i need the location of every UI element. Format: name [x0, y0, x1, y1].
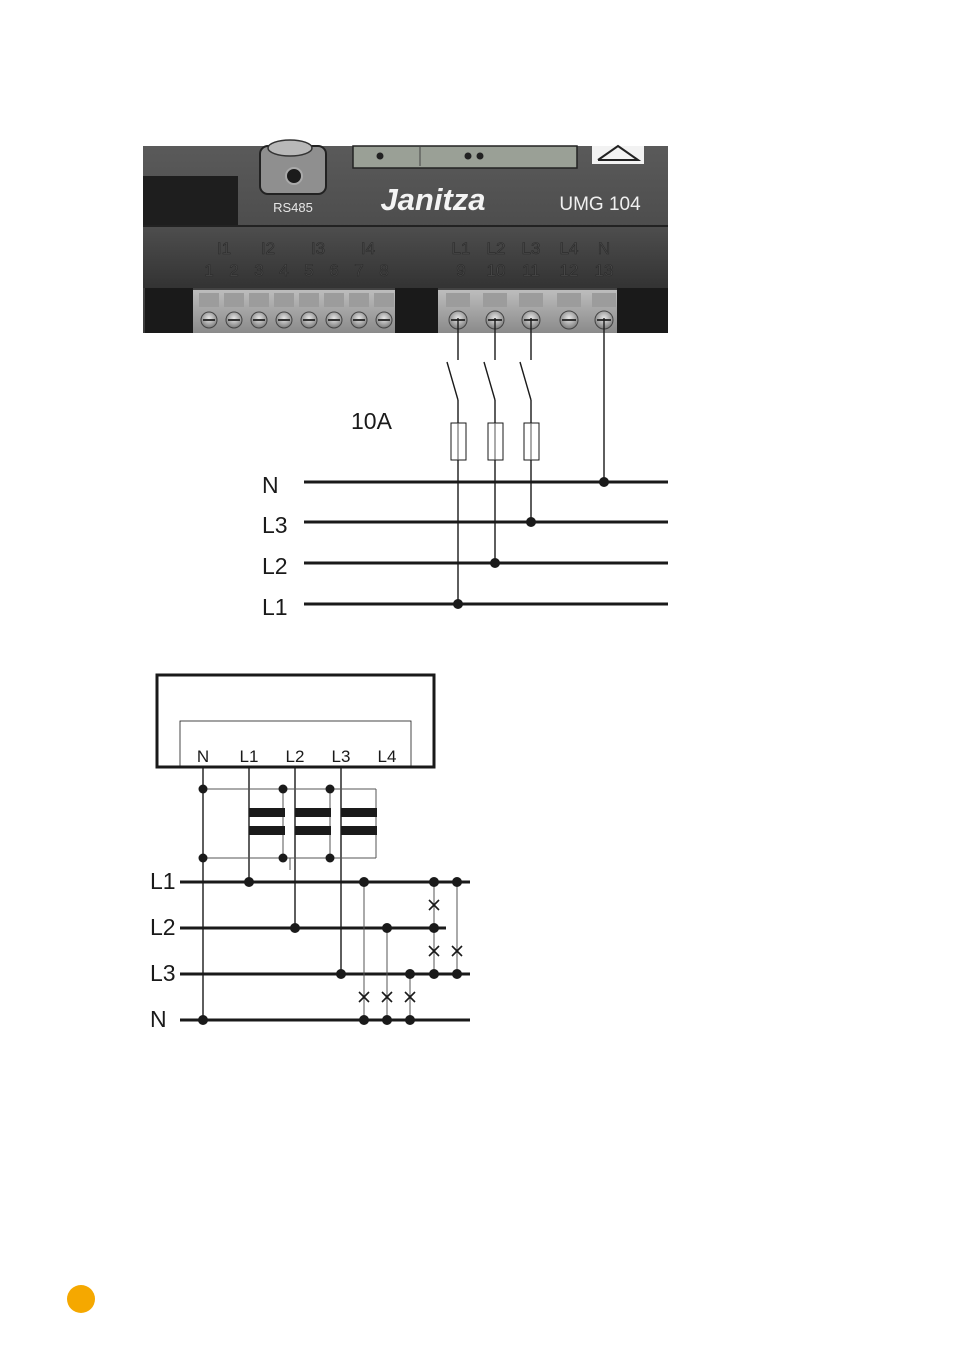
terminal-number: 4 [279, 261, 288, 280]
bottom-schematic: N L1 L2 L3 L4 L1 L2 L3 N [150, 673, 470, 1032]
group-label-l4: L4 [560, 239, 579, 258]
voltage-terminal-screws [446, 293, 616, 330]
led-indicator-2 [464, 152, 472, 160]
terminal-number: 11 [522, 261, 540, 280]
group-label-n: N [598, 239, 610, 258]
box-terminal-l1: L1 [240, 747, 259, 766]
l3-fused-branch [519, 318, 540, 522]
terminal-slot [224, 293, 244, 307]
current-terminal-screws [199, 293, 394, 329]
indicator-branches [363, 882, 458, 1020]
terminal-number: 5 [304, 261, 313, 280]
current-group-labels: I1 I2 I3 I4 [217, 239, 376, 259]
box-terminal-l2: L2 [286, 747, 305, 766]
terminal-slot [374, 293, 394, 307]
junction-dot [599, 477, 609, 487]
rs485-port: RS485 [259, 139, 327, 215]
group-label-i1: I1 [217, 239, 231, 258]
junction-dot [526, 517, 536, 527]
cross-marker-icon [358, 991, 370, 1003]
voltage-group-labels: L1 L2 L3 L4 N [451, 239, 610, 259]
switch-contact-icon [519, 361, 532, 401]
line-label-l3: L3 [262, 512, 288, 538]
led-indicator-3 [476, 152, 484, 160]
cross-marker-icon [404, 991, 416, 1003]
l2-fused-branch [483, 318, 504, 563]
terminal-slot [199, 293, 219, 307]
left-dark-panel [143, 176, 238, 226]
line-label-l2: L2 [262, 553, 288, 579]
meter-device: RS485 Janitza UMG 104 I1 I2 I3 I4 1 [143, 139, 668, 333]
capacitor-icon [341, 808, 377, 817]
capacitor-icon [341, 826, 377, 835]
capacitor-icon [249, 808, 285, 817]
cross-marker-icon [381, 991, 393, 1003]
cross-marker-icon [428, 945, 440, 957]
cross-markers [358, 899, 463, 1003]
terminal-number: 12 [560, 261, 579, 280]
line-label-n: N [262, 472, 279, 498]
terminal-number: 8 [379, 261, 388, 280]
bus-label-l1: L1 [150, 868, 176, 894]
brand-logo: Janitza [380, 182, 485, 217]
capacitor-icon [295, 808, 331, 817]
capacitor-icon [249, 826, 285, 835]
switch-contact-icon [483, 361, 496, 401]
voltage-terminal-numbers: 9 10 11 12 13 [456, 261, 614, 281]
terminal-slot [519, 293, 543, 307]
terminal-number: 1 [204, 261, 213, 280]
port-socket-icon [285, 167, 303, 185]
top-wiring-diagram: N L3 L2 L1 10A [262, 318, 668, 620]
switch-contact-icon [446, 361, 459, 401]
terminal-number: 6 [329, 261, 338, 280]
warning-triangle-icon [592, 144, 644, 164]
current-terminal-numbers: 1 2 3 4 5 6 7 8 [204, 261, 389, 281]
junction-dot [490, 558, 500, 568]
bus-label-n: N [150, 1006, 167, 1032]
terminal-slot [483, 293, 507, 307]
model-name: UMG 104 [559, 194, 641, 215]
capacitor-icon [295, 826, 331, 835]
terminal-slot [592, 293, 616, 307]
group-label-i2: I2 [261, 239, 275, 258]
capacitor-bank [198, 784, 377, 870]
box-terminal-l4: L4 [378, 747, 397, 766]
bus-label-l3: L3 [150, 960, 176, 986]
led-indicator-1 [376, 152, 384, 160]
junction-dot [453, 599, 463, 609]
cross-marker-icon [451, 945, 463, 957]
l1-fused-branch [446, 318, 467, 604]
box-terminal-l3: L3 [332, 747, 351, 766]
terminal-number: 9 [456, 261, 465, 280]
terminal-number: 7 [354, 261, 363, 280]
terminal-number: 3 [254, 261, 263, 280]
terminal-slot [557, 293, 581, 307]
terminal-slot [324, 293, 344, 307]
cross-marker-icon [428, 899, 440, 911]
terminal-slot [274, 293, 294, 307]
terminal-number: 2 [229, 261, 238, 280]
line-label-l1: L1 [262, 594, 288, 620]
group-label-i3: I3 [311, 239, 325, 258]
terminal-slot [349, 293, 369, 307]
page-marker-dot [67, 1285, 95, 1313]
group-label-i4: I4 [361, 239, 375, 258]
box-terminal-n: N [197, 747, 209, 766]
group-label-l1: L1 [452, 239, 471, 258]
display-window [352, 145, 578, 169]
terminal-number: 13 [595, 261, 614, 280]
terminal-slot [299, 293, 319, 307]
port-label: RS485 [273, 200, 313, 215]
terminal-number: 10 [487, 261, 506, 280]
fuse-rating-label: 10A [351, 408, 393, 434]
group-label-l2: L2 [487, 239, 506, 258]
group-label-l3: L3 [522, 239, 541, 258]
terminal-slot [249, 293, 269, 307]
terminal-slot [446, 293, 470, 307]
bus-label-l2: L2 [150, 914, 176, 940]
terminal-label-strip [143, 226, 668, 288]
